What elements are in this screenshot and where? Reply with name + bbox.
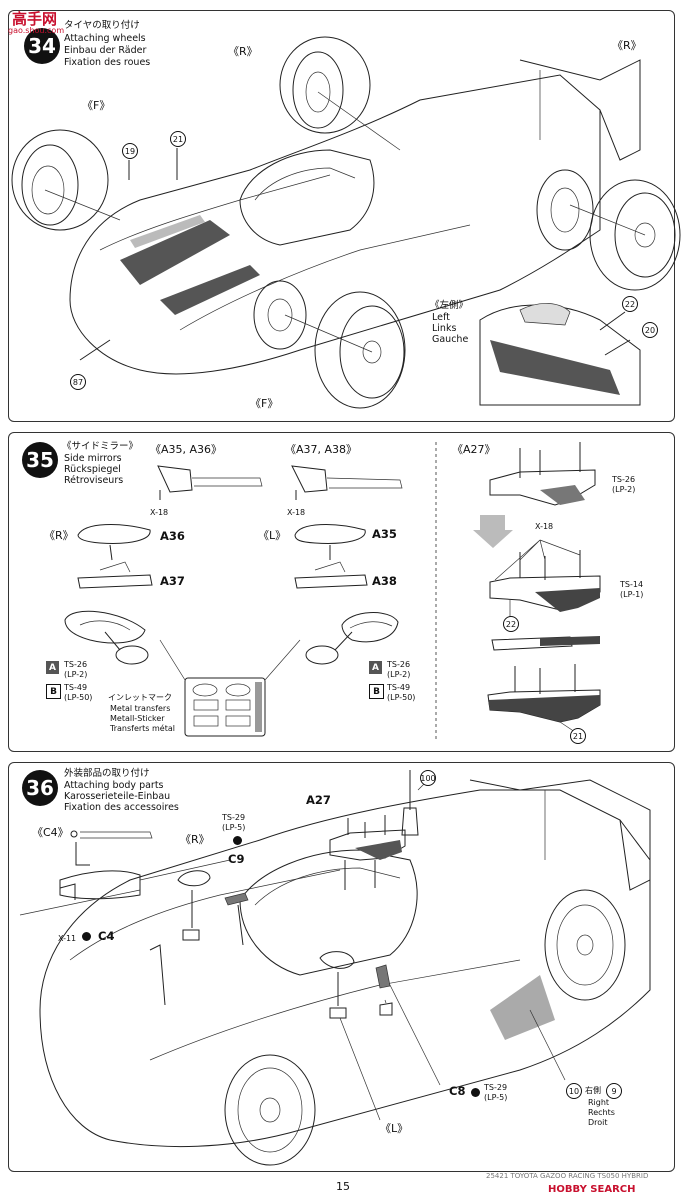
step35-title-en: Side mirrors: [64, 453, 122, 464]
page-number: 15: [336, 1180, 350, 1193]
step34-title-de: Einbau der Räder: [64, 45, 147, 56]
step36-title-en: Attaching body parts: [64, 780, 164, 791]
paint-right-a-box: A: [369, 661, 382, 674]
transfers-en: Metal transfers: [110, 704, 171, 713]
a27-x18: X-18: [535, 522, 554, 531]
right-en: Right: [588, 1098, 610, 1107]
step34-title-jp: タイヤの取り付け: [64, 20, 140, 31]
c4-inset-label: 《C4》: [32, 826, 69, 839]
step34-drawing: [11, 36, 681, 409]
part-c9: C9: [228, 852, 245, 866]
mirror-r-label-36: 《R》: [180, 833, 210, 846]
watermark: 高手网: [12, 8, 57, 29]
c8-ts29: TS-29: [484, 1083, 508, 1092]
c8-paint-icon: [471, 1088, 480, 1097]
part-a27-36: A27: [306, 793, 331, 807]
paint-left-ts49: TS-49: [64, 683, 88, 692]
c9-paint-icon: [233, 836, 242, 845]
a27-lp2: (LP-2): [612, 485, 636, 494]
step36-title-jp: 外装部品の取り付け: [64, 768, 150, 779]
step35-title-jp: 《サイドミラー》: [62, 441, 139, 452]
a27-ts14: TS-14: [620, 580, 644, 589]
step34-label-r1: 《R》: [228, 45, 258, 58]
left-side-fr: Gauche: [432, 334, 469, 345]
a27-lp1: (LP-1): [620, 590, 644, 599]
paint-right-lp50: (LP-50): [387, 693, 416, 702]
part-a36: A36: [160, 529, 185, 543]
step35-title-fr: Rétroviseurs: [64, 475, 124, 486]
set-a37-a38: 《A37, A38》: [285, 443, 358, 456]
part-a38: A38: [372, 574, 397, 588]
x11-label: X-11: [58, 934, 77, 943]
step35-title-de: Rückspiegel: [64, 464, 121, 475]
paint-left-lp50: (LP-50): [64, 693, 93, 702]
paint-right-b-box: B: [369, 684, 384, 699]
part-22-b: 22: [503, 616, 519, 632]
paint-right-ts26: TS-26: [387, 660, 411, 669]
right-jp: 右側: [585, 1086, 601, 1095]
part-21: 21: [170, 131, 186, 147]
mirror-r-label: 《R》: [44, 529, 74, 542]
x11-screw-icon: [82, 932, 91, 941]
a27-ts26: TS-26: [612, 475, 636, 484]
step35-drawing: [64, 442, 601, 742]
step34-title-en: Attaching wheels: [64, 33, 146, 44]
step34-label-f1: 《F》: [82, 99, 111, 112]
part-21-b: 21: [570, 728, 586, 744]
part-a37: A37: [160, 574, 185, 588]
step36-title-fr: Fixation des accessoires: [64, 802, 179, 813]
step36-panel: [8, 762, 675, 1172]
part-100: 100: [420, 770, 436, 786]
brand-text: HOBBY SEARCH: [548, 1184, 636, 1195]
part-19: 19: [122, 143, 138, 159]
part-10: 10: [566, 1083, 582, 1099]
product-code: 25421 TOYOTA GAZOO RACING TS050 HYBRID: [486, 1172, 649, 1180]
right-de: Rechts: [588, 1108, 615, 1117]
step34-label-f2: 《F》: [250, 397, 279, 410]
step36-title-de: Karosserieteile-Einbau: [64, 791, 171, 802]
transfers-jp: インレットマーク: [108, 693, 172, 702]
step36-number: 36: [22, 770, 58, 806]
set-a35-a36: 《A35, A36》: [150, 443, 223, 456]
step35-number: 35: [22, 442, 58, 478]
mirror-l-label-36: 《L》: [380, 1122, 409, 1135]
paint-left-ts26: TS-26: [64, 660, 88, 669]
step34-number: 34: [24, 28, 60, 64]
step34-title-fr: Fixation des roues: [64, 57, 151, 68]
transfers-de: Metall-Sticker: [110, 714, 165, 723]
part-87: 87: [70, 374, 86, 390]
left-side-en: Left: [432, 312, 450, 323]
paint-right-ts49: TS-49: [387, 683, 411, 692]
paint-left-lp2: (LP-2): [64, 670, 88, 679]
hobby-search-logo: HOBBY SEARCH: [548, 1184, 635, 1195]
part-c4: C4: [98, 929, 115, 943]
watermark-sub: gao.shou.com: [8, 26, 65, 35]
watermark-top: 高手网: [12, 10, 58, 28]
step34-label-r2: 《R》: [612, 39, 642, 52]
transfers-fr: Transferts métal: [110, 724, 175, 733]
left-side-jp: 《左側》: [430, 300, 469, 311]
part-c8: C8: [449, 1084, 466, 1098]
paint-left-b-box: B: [46, 684, 61, 699]
x18-label-2: X-18: [287, 508, 306, 517]
left-side-de: Links: [432, 323, 457, 334]
part-9: 9: [606, 1083, 622, 1099]
part-a35: A35: [372, 527, 397, 541]
c9-ts29: TS-29: [222, 813, 246, 822]
c8-lp5: (LP-5): [484, 1093, 508, 1102]
paint-left-a-box: A: [46, 661, 59, 674]
part-22: 22: [622, 296, 638, 312]
paint-right-lp2: (LP-2): [387, 670, 411, 679]
a27-set-label: 《A27》: [452, 443, 496, 456]
x18-label-1: X-18: [150, 508, 169, 517]
c9-lp5: (LP-5): [222, 823, 246, 832]
part-20: 20: [642, 322, 658, 338]
mirror-l-label: 《L》: [258, 529, 287, 542]
right-fr: Droit: [588, 1118, 608, 1127]
